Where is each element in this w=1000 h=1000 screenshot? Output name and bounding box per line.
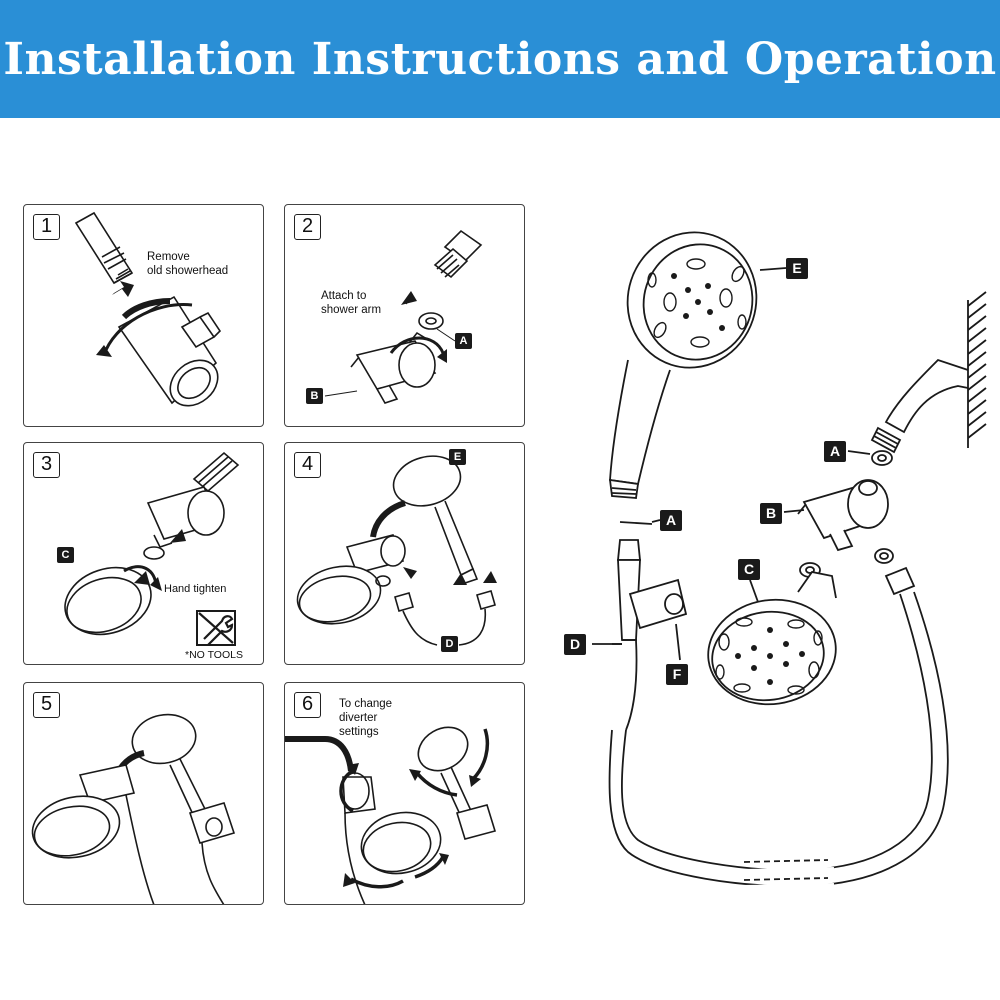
step-text-line: old showerhead [147, 265, 229, 277]
part-tag-e: E [449, 449, 466, 465]
no-tools-icon [196, 610, 236, 646]
arrow-icon [123, 529, 186, 591]
step-text-line: settings [339, 726, 379, 738]
step-1-illustration [74, 211, 222, 407]
step-2-panel: 2 Attach to shower arm A B [284, 204, 525, 427]
step-4-illustration [296, 455, 497, 646]
title-banner: Installation Instructions and Operation [0, 0, 1000, 118]
arrow-icon [96, 281, 193, 357]
arrow-icon [389, 291, 447, 363]
step-number: 3 [33, 452, 60, 478]
arrow-icon [403, 567, 497, 585]
step-3-panel: 3 C Hand tighten *NO TOOLS [23, 442, 264, 665]
step-3-illustration [64, 451, 240, 646]
step-1-panel: 1 Remove old showerhead [23, 204, 264, 427]
fixed-showerhead [707, 571, 837, 706]
hand-tighten-note: Hand tighten [164, 583, 227, 595]
part-tag-d: D [441, 636, 458, 652]
part-tag-a: A [660, 510, 682, 531]
exploded-parts-illustration [592, 231, 987, 891]
step-6-panel: 6 To change diverter settings [284, 682, 525, 905]
part-tag-b: B [760, 503, 782, 524]
step-number: 5 [33, 692, 60, 718]
step-number: 6 [294, 692, 321, 718]
page-title: Installation Instructions and Operation [3, 33, 997, 85]
step-text-line: To change [339, 698, 393, 710]
step-4-panel: 4 E D [284, 442, 525, 665]
step-5-panel: 5 [23, 682, 264, 905]
part-tag-d: D [564, 634, 586, 655]
part-tag-a: A [824, 441, 846, 462]
handheld-shower [608, 231, 758, 499]
arrow-icon [339, 728, 490, 889]
wrench-icon [203, 615, 234, 646]
part-tag-f: F [666, 664, 688, 685]
step-text-line: Remove [147, 251, 190, 263]
step-2-illustration [324, 229, 483, 404]
part-tag-a: A [455, 333, 472, 349]
exploded-parts-diagram: E A A B C D F [548, 220, 1000, 900]
part-tag-c: C [738, 559, 760, 580]
part-tag-c: C [57, 547, 74, 563]
step-number: 1 [33, 214, 60, 240]
step-number: 4 [294, 452, 321, 478]
step-text-line: shower arm [321, 304, 382, 316]
step-text-line: Attach to [321, 290, 367, 302]
step-6-illustration [285, 726, 497, 904]
step-number: 2 [294, 214, 321, 240]
part-tag-e: E [786, 258, 808, 279]
step-text-line: diverter [339, 712, 378, 724]
part-tag-b: B [306, 388, 323, 404]
step-5-illustration [31, 713, 236, 904]
no-tools-note: *NO TOOLS [185, 649, 243, 661]
